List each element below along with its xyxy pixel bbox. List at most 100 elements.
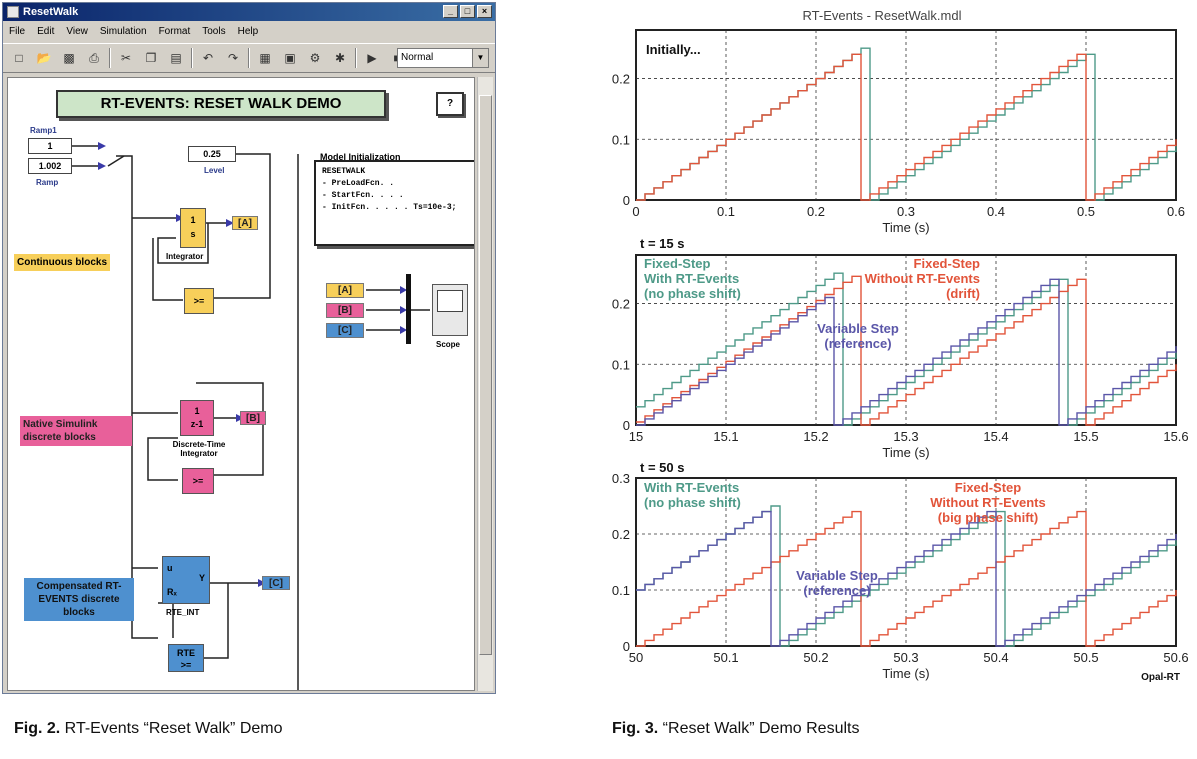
scrollbar-thumb[interactable] <box>479 95 492 655</box>
rte-int-block[interactable]: u Y Rₓ <box>162 556 210 604</box>
from-tag-c[interactable]: [C] <box>326 323 364 338</box>
help-button[interactable]: ? <box>436 92 464 116</box>
paste-icon[interactable]: ▤ <box>170 51 182 65</box>
from-tag-a[interactable]: [A] <box>326 283 364 298</box>
discrete-time-integrator-block[interactable]: 1 z-1 <box>180 400 214 436</box>
goto-tag-a[interactable]: [A] <box>232 216 258 230</box>
scope-label: Scope <box>436 340 461 349</box>
copy-icon[interactable]: ❐ <box>145 51 157 65</box>
open-folder-icon[interactable]: 📂 <box>36 51 52 65</box>
level-block[interactable]: 0.25 <box>188 146 236 162</box>
x-tick-label: 15.2 <box>803 429 828 444</box>
dti-numerator: 1 <box>194 406 200 416</box>
rte-compare-block[interactable]: RTE >= <box>168 644 204 672</box>
demo-title-block[interactable]: RT-EVENTS: RESET WALK DEMO <box>56 90 386 118</box>
x-tick-label: 50.6 <box>1163 650 1188 665</box>
annotation-red: Fixed-Step <box>914 256 981 271</box>
panel-label: Initially... <box>646 42 701 57</box>
annotation-green: (no phase shift) <box>644 286 741 301</box>
y-tick-label: 0 <box>623 418 630 433</box>
ramp-block[interactable]: 1.002 <box>28 158 72 174</box>
toolbar-separator <box>355 48 357 68</box>
ramp1-block[interactable]: 1 <box>28 138 72 154</box>
window-titlebar[interactable]: ResetWalk _ □ × <box>3 3 495 21</box>
library-browser-icon[interactable]: ▦ <box>259 51 271 65</box>
undo-icon[interactable]: ↶ <box>202 51 214 65</box>
x-axis-label: Time (s) <box>882 666 929 681</box>
menu-format[interactable]: Format <box>158 25 191 37</box>
model-explorer-icon[interactable]: ▣ <box>284 51 296 65</box>
rte-port-r: Rₓ <box>167 587 177 597</box>
y-tick-label: 0.2 <box>612 72 630 87</box>
brand-label: Opal-RT <box>1141 672 1180 683</box>
model-initialization-block[interactable]: RESETWALK - PreLoadFcn. . - StartFcn. . … <box>314 160 474 246</box>
x-tick-label: 0 <box>632 204 639 219</box>
y-tick-label: 0.3 <box>612 471 630 486</box>
ramp-label: Ramp <box>36 178 59 187</box>
annotation-green: With RT-Events <box>644 271 739 286</box>
annotation-green: Fixed-Step <box>644 256 711 271</box>
simulation-mode-select[interactable]: Normal ▼ <box>397 48 489 68</box>
continuous-group-label: Continuous blocks <box>14 254 110 271</box>
menu-help[interactable]: Help <box>237 25 259 37</box>
x-tick-label: 15.5 <box>1073 429 1098 444</box>
menu-simulation[interactable]: Simulation <box>99 25 147 37</box>
annotation-red: (drift) <box>946 286 980 301</box>
print-icon[interactable]: ⎙ <box>89 50 99 65</box>
y-tick-label: 0 <box>623 639 630 654</box>
y-tick-label: 0.2 <box>612 297 630 312</box>
maximize-button[interactable]: □ <box>460 5 475 18</box>
x-tick-label: 50 <box>629 650 643 665</box>
from-tag-b[interactable]: [B] <box>326 303 364 318</box>
new-file-icon[interactable]: □ <box>15 51 23 65</box>
x-tick-label: 0.1 <box>717 204 735 219</box>
x-tick-label: 0.6 <box>1167 204 1185 219</box>
x-tick-label: 50.3 <box>893 650 918 665</box>
annotation-red: Without RT-Events <box>930 495 1045 510</box>
minimize-button[interactable]: _ <box>443 5 458 18</box>
ramp1-label: Ramp1 <box>30 126 57 135</box>
cut-icon[interactable]: ✂ <box>120 51 132 65</box>
menu-tools[interactable]: Tools <box>202 25 226 37</box>
menu-view[interactable]: View <box>66 25 88 37</box>
integrator-block[interactable]: 1 s <box>180 208 206 248</box>
x-tick-label: 50.5 <box>1073 650 1098 665</box>
x-tick-label: 15.3 <box>893 429 918 444</box>
scope-screen <box>437 290 463 312</box>
goto-tag-b[interactable]: [B] <box>240 411 266 425</box>
vertical-scrollbar[interactable] <box>477 77 493 691</box>
close-button[interactable]: × <box>477 5 492 18</box>
series-line-red <box>636 53 1177 201</box>
chart-title: RT-Events - ResetWalk.mdl <box>803 8 962 23</box>
redo-icon[interactable]: ↷ <box>227 51 239 65</box>
menu-bar: File Edit View Simulation Format Tools H… <box>3 21 495 41</box>
x-axis-label: Time (s) <box>882 220 929 235</box>
scope-block[interactable] <box>432 284 468 336</box>
x-tick-label: 50.1 <box>713 650 738 665</box>
menu-edit[interactable]: Edit <box>37 25 55 37</box>
x-tick-label: 15.6 <box>1163 429 1188 444</box>
debug-icon[interactable]: ⚙ <box>309 51 321 65</box>
fig2-caption-text: RT-Events “Reset Walk” Demo <box>60 720 283 737</box>
toolbar: □ 📂 ▩ ⎙ ✂ ❐ ▤ ↶ ↷ ▦ ▣ ⚙ ✱ ▶ ■ <box>3 43 495 73</box>
save-icon[interactable]: ▩ <box>63 51 75 65</box>
compare-block[interactable]: >= <box>184 288 214 314</box>
simulink-window: ResetWalk _ □ × File Edit View Simulatio… <box>2 2 496 694</box>
run-icon[interactable]: ▶ <box>367 51 377 65</box>
series-line-red <box>636 510 1177 647</box>
model-canvas[interactable]: RT-EVENTS: RESET WALK DEMO ? Ramp1 1 1.0… <box>7 77 475 691</box>
menu-file[interactable]: File <box>9 25 26 37</box>
discrete-compare-block[interactable]: >= <box>182 468 214 494</box>
rte-port-u: u <box>167 563 173 573</box>
goto-tag-c[interactable]: [C] <box>262 576 290 590</box>
y-tick-label: 0.2 <box>612 527 630 542</box>
simulink-app-icon <box>7 6 19 18</box>
chevron-down-icon[interactable]: ▼ <box>472 49 488 67</box>
build-icon[interactable]: ✱ <box>334 51 346 65</box>
integrator-label: Integrator <box>166 252 204 261</box>
annotation-red: Fixed-Step <box>955 480 1022 495</box>
annotation-blue: Variable Step <box>817 321 899 336</box>
window-title: ResetWalk <box>23 6 79 18</box>
annotation-red: Without RT-Events <box>865 271 980 286</box>
fig3-caption-text: “Reset Walk” Demo Results <box>658 720 860 737</box>
